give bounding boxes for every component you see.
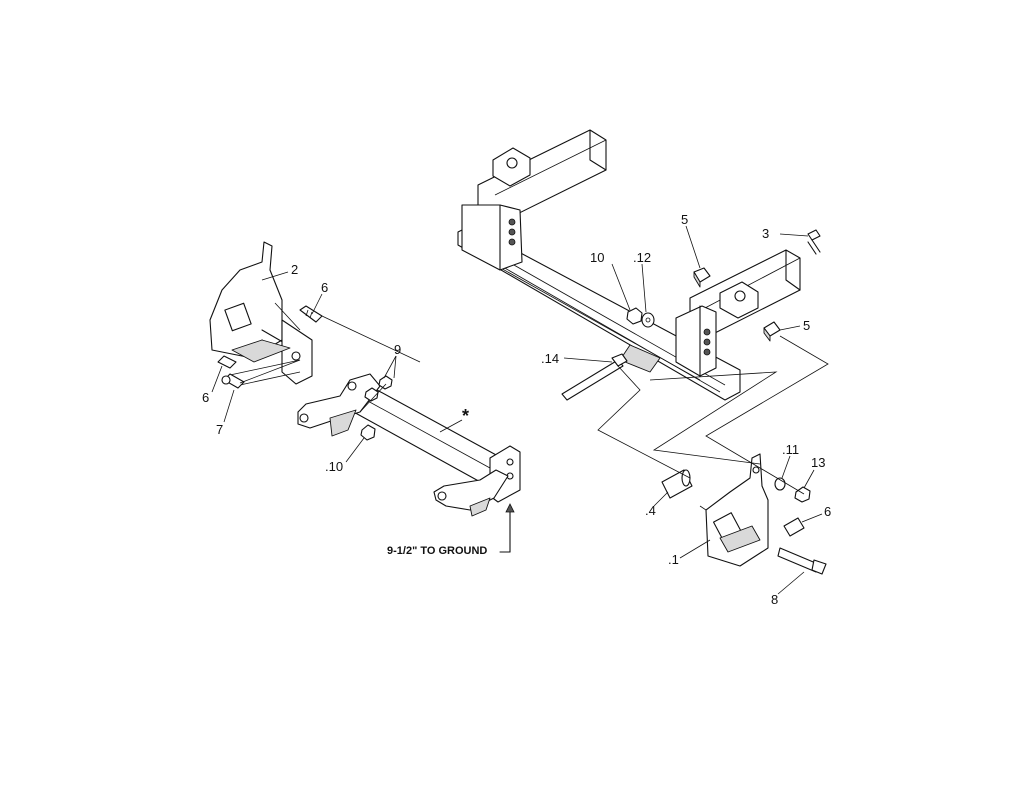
callout-4: .4 — [645, 503, 656, 518]
hanger-plate-right — [675, 305, 717, 377]
callout-labels: 2 6 6 7 9 .10 * 10 .12 5 3 5 .14 .11 13 … — [202, 212, 831, 607]
cross-tube-assembly — [297, 373, 521, 553]
nut-10-frame — [626, 307, 643, 325]
mount-bracket-2 — [209, 241, 283, 359]
callout-12: .12 — [633, 250, 651, 265]
nut-13 — [794, 486, 811, 503]
callout-3: 3 — [762, 226, 769, 241]
callout-10-tube: .10 — [325, 459, 343, 474]
frame-hardware — [561, 229, 821, 401]
left-hardware — [217, 305, 393, 441]
callout-14: .14 — [541, 351, 559, 366]
bolt-6-side — [783, 517, 805, 537]
callout-11: .11 — [782, 442, 799, 457]
callout-5-right: 5 — [803, 318, 810, 333]
callout-6-side: 6 — [824, 504, 831, 519]
callout-5-top: 5 — [681, 212, 688, 227]
callout-8: 8 — [771, 592, 778, 607]
washer-12 — [641, 312, 655, 328]
assembly-path-lines — [239, 315, 829, 495]
callout-13: 13 — [811, 455, 825, 470]
callout-1: .1 — [668, 552, 679, 567]
vehicle-frame — [457, 129, 801, 401]
callout-star: * — [462, 406, 469, 426]
callout-2: 2 — [291, 262, 298, 277]
callout-6-upper: 6 — [321, 280, 328, 295]
side-bracket-assembly — [661, 453, 827, 575]
bolt-3 — [807, 229, 821, 241]
nut-9b — [364, 387, 379, 402]
mount-bracket-assembly — [209, 241, 313, 386]
callout-9: 9 — [394, 342, 401, 357]
callout-7: 7 — [216, 422, 223, 437]
callout-leaders — [211, 225, 823, 595]
nut-10-tube — [360, 424, 376, 441]
ground-clearance-note: 9-1/2" TO GROUND — [387, 545, 487, 557]
bolt-6-lower — [217, 355, 237, 369]
nut-9a — [378, 375, 393, 390]
callout-10-frame: 10 — [590, 250, 604, 265]
bolt-14 — [561, 359, 624, 401]
hanger-plate-left — [461, 204, 523, 271]
callout-6-lower: 6 — [202, 390, 209, 405]
